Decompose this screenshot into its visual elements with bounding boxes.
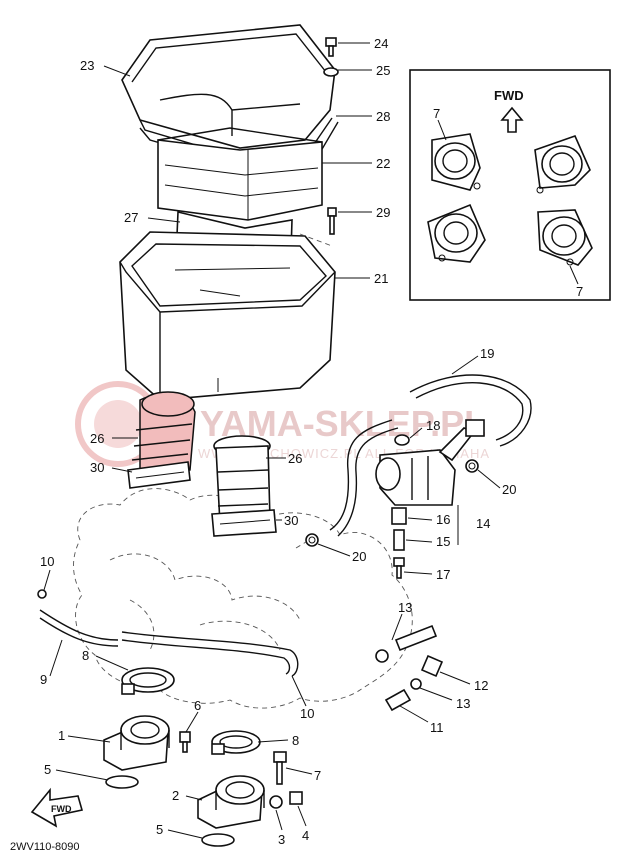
callout-18: 18 bbox=[426, 418, 440, 433]
watermark-logo-core bbox=[94, 400, 142, 448]
fwd-arrow-icon bbox=[30, 787, 84, 828]
callout-6: 6 bbox=[194, 698, 201, 713]
joint-11 bbox=[384, 688, 412, 712]
hose-clamp-20-lower bbox=[305, 533, 319, 547]
o-ring-5-upper bbox=[105, 775, 139, 789]
callout-26-right: 26 bbox=[288, 451, 302, 466]
callout-7-inset-bottom: 7 bbox=[576, 284, 583, 299]
filter-screw bbox=[327, 207, 337, 235]
callout-2: 2 bbox=[172, 788, 179, 803]
inset-fwd-arrow bbox=[500, 106, 524, 133]
vacuum-hose-9 bbox=[39, 609, 119, 647]
callout-11: 11 bbox=[430, 720, 444, 735]
callout-9: 9 bbox=[40, 672, 47, 687]
callout-labels: 23 24 25 28 22 27 29 21 7 7 19 18 20 14 … bbox=[40, 36, 583, 847]
callout-1: 1 bbox=[58, 728, 65, 743]
callout-13-lower: 13 bbox=[456, 696, 470, 711]
callout-23: 23 bbox=[80, 58, 94, 73]
callout-5-upper: 5 bbox=[44, 762, 51, 777]
carburetor-joint-2 bbox=[197, 775, 265, 829]
callout-8-lower: 8 bbox=[292, 733, 299, 748]
callout-3: 3 bbox=[278, 832, 285, 847]
clamp-guide-line bbox=[295, 541, 307, 549]
callout-12: 12 bbox=[474, 678, 488, 693]
air-filter-element bbox=[157, 127, 323, 221]
inset-fwd-label: FWD bbox=[494, 88, 524, 103]
callout-29: 29 bbox=[376, 205, 390, 220]
intake-joint-right bbox=[211, 435, 277, 537]
callout-28: 28 bbox=[376, 109, 390, 124]
drain-hose-12 bbox=[420, 654, 444, 678]
inset-frame bbox=[409, 69, 611, 301]
carburetor-joint-1 bbox=[103, 715, 170, 771]
lid-washer bbox=[323, 67, 339, 77]
hose-13-upper bbox=[375, 624, 438, 663]
callout-7-screw: 7 bbox=[314, 768, 321, 783]
breather-hose-lower bbox=[329, 419, 399, 537]
callout-13-upper: 13 bbox=[398, 600, 412, 615]
hose-10 bbox=[121, 631, 299, 677]
breather-hose-19 bbox=[409, 374, 532, 447]
holder-4 bbox=[289, 791, 303, 805]
screw-6 bbox=[179, 731, 191, 753]
callout-25: 25 bbox=[376, 63, 390, 78]
callout-20-upper: 20 bbox=[502, 482, 516, 497]
callout-7-inset-top: 7 bbox=[433, 106, 440, 121]
hose-clamp-20-upper bbox=[465, 459, 479, 473]
hose-clip-10 bbox=[37, 589, 47, 599]
callout-24: 24 bbox=[374, 36, 388, 51]
callout-19: 19 bbox=[480, 346, 494, 361]
callout-10-right: 10 bbox=[300, 706, 314, 721]
inset-joint-top-right bbox=[534, 135, 591, 194]
callout-27: 27 bbox=[124, 210, 138, 225]
callout-21: 21 bbox=[374, 271, 388, 286]
hose-clamp-8-lower bbox=[211, 730, 261, 755]
o-ring-5-lower bbox=[201, 833, 235, 847]
callout-15: 15 bbox=[436, 534, 450, 549]
callout-30-left: 30 bbox=[90, 460, 104, 475]
air-box-lid bbox=[121, 24, 336, 159]
callout-4: 4 bbox=[302, 828, 309, 843]
callout-10-left: 10 bbox=[40, 554, 54, 569]
hose-clamp-8-upper bbox=[121, 667, 175, 695]
inset-joint-bottom-right bbox=[537, 209, 593, 266]
callout-8-upper: 8 bbox=[82, 648, 89, 663]
fwd-orientation-inset: FWD bbox=[409, 69, 611, 301]
valve-damper-16 bbox=[391, 507, 407, 525]
callout-17: 17 bbox=[436, 567, 450, 582]
callout-16: 16 bbox=[436, 512, 450, 527]
callout-14: 14 bbox=[476, 516, 490, 531]
engine-outline bbox=[73, 488, 413, 709]
callout-22: 22 bbox=[376, 156, 390, 171]
air-box-case bbox=[119, 231, 336, 401]
valve-collar-15 bbox=[393, 529, 405, 551]
nut-3 bbox=[269, 795, 283, 809]
hose-clamp-13-lower bbox=[410, 678, 422, 690]
leader-lines bbox=[43, 42, 579, 839]
inset-joint-bottom-left bbox=[427, 203, 486, 263]
callout-20-lower: 20 bbox=[352, 549, 366, 564]
valve-bolt-17 bbox=[393, 557, 405, 579]
fwd-badge-label: FWD bbox=[51, 804, 72, 814]
callout-5-lower: 5 bbox=[156, 822, 163, 837]
callout-26-left: 26 bbox=[90, 431, 104, 446]
screw-guide-line bbox=[299, 233, 333, 247]
lid-bolt bbox=[325, 37, 337, 57]
screw-7 bbox=[273, 751, 287, 785]
breather-valve bbox=[375, 419, 485, 506]
intake-joint-left bbox=[127, 391, 196, 489]
inset-joint-top-left bbox=[431, 133, 481, 191]
grommet-18 bbox=[394, 434, 410, 446]
callout-30-right: 30 bbox=[284, 513, 298, 528]
diagram-code: 2WV110-8090 bbox=[10, 841, 80, 853]
fwd-direction-badge: FWD bbox=[30, 787, 84, 828]
